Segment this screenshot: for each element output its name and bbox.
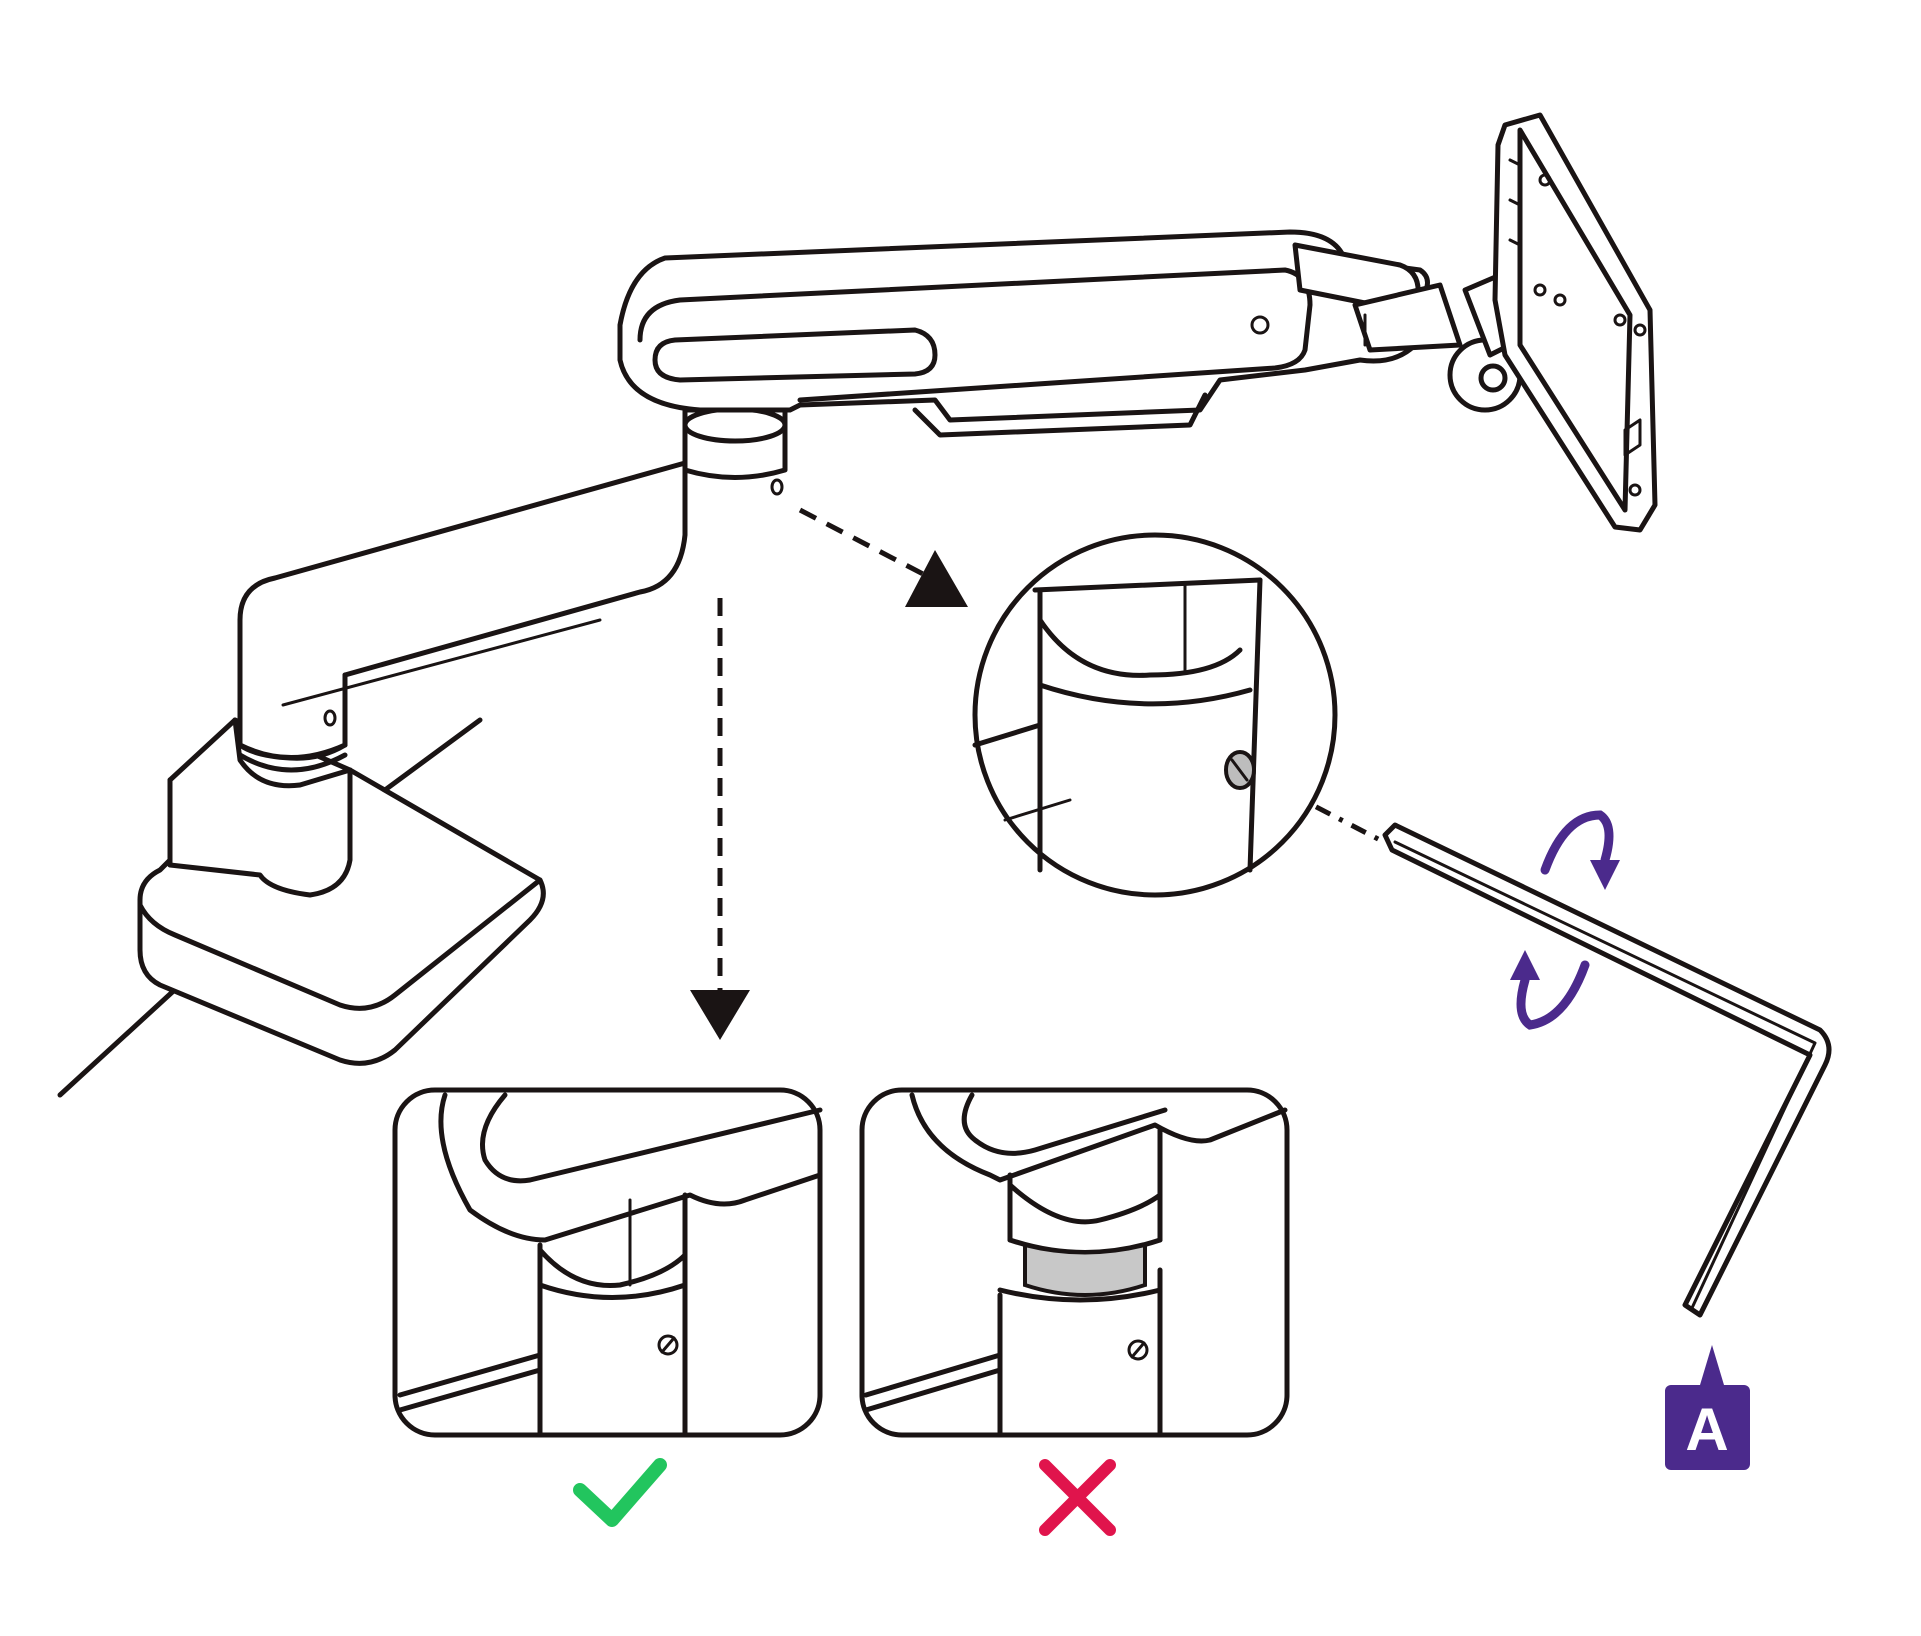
zoom-detail (972, 532, 1338, 898)
rotate-arrows-icon (1510, 810, 1620, 1030)
elbow-joint (682, 406, 788, 496)
guide-lines (717, 507, 1382, 990)
cross-icon (1039, 1459, 1116, 1536)
tool-label-a: A (1665, 1345, 1750, 1470)
hex-key (1382, 822, 1832, 1318)
vesa-plate (1492, 112, 1658, 533)
tilt-head (1292, 242, 1523, 413)
arrow-right-icon (905, 550, 968, 607)
tool-label-text: A (1685, 1396, 1728, 1463)
pointer-arrows (690, 550, 968, 1040)
desk-outline (57, 717, 483, 1098)
incorrect-inset (859, 1087, 1290, 1438)
correct-inset (392, 1087, 823, 1438)
arrow-down-icon (690, 990, 750, 1040)
check-icon (573, 1458, 667, 1527)
clamp-base (137, 717, 546, 1066)
lower-arm (237, 460, 688, 773)
